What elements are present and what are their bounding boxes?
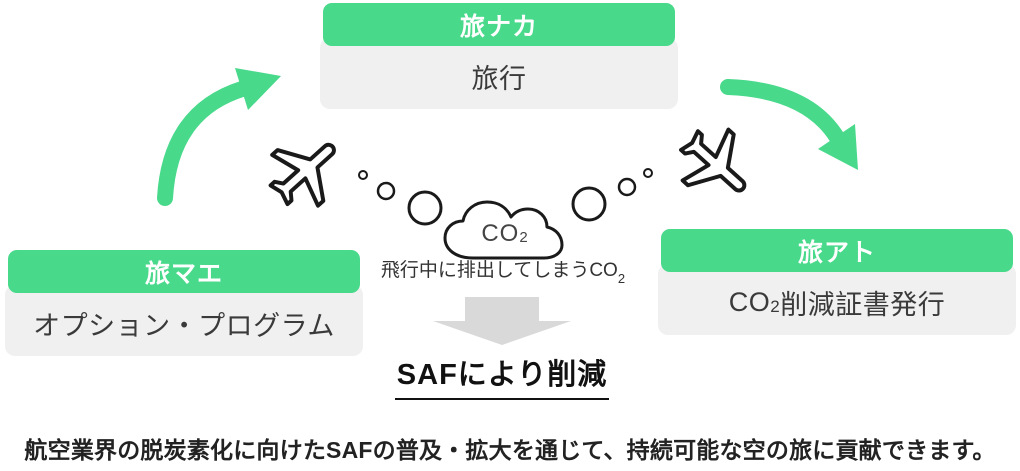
airplane-takeoff-icon: [268, 142, 336, 208]
airplane-landing-icon: [679, 127, 747, 193]
cloud-co2-prefix: CO: [481, 220, 520, 247]
card-tabi-mae: 旅マエ オプション・プログラム: [5, 250, 363, 356]
co2-bubbles-icon: [358, 168, 653, 226]
card-tabi-ato-header: 旅アト: [661, 229, 1013, 272]
card-tabi-naka: 旅ナカ 旅行: [320, 3, 678, 109]
co2-text-prefix: CO: [728, 287, 771, 317]
ascending-curved-arrow-icon: [157, 68, 281, 206]
card-tabi-naka-header: 旅ナカ: [323, 3, 675, 46]
co2-cloud-icon: [443, 200, 564, 260]
saf-reduction-label-wrap: SAFにより削減: [330, 351, 674, 400]
footer-description: 航空業界の脱炭素化に向けたSAFの普及・拡大を通じて、持続可能な空の旅に貢献でき…: [24, 437, 996, 463]
descending-curved-arrow-icon: [720, 79, 858, 170]
card-tabi-ato-body-suffix: 削減証書発行: [780, 290, 946, 320]
down-block-arrow-icon: [433, 297, 571, 345]
card-tabi-mae-body: オプション・プログラム: [5, 285, 363, 356]
emission-caption-text: 飛行中に排出してしまうCO: [380, 260, 618, 281]
emission-caption-subscript: 2: [617, 270, 626, 286]
card-tabi-naka-body: 旅行: [320, 38, 678, 109]
card-tabi-mae-header: 旅マエ: [8, 250, 360, 293]
emission-caption: 飛行中に排出してしまうCO2: [368, 255, 638, 285]
saf-reduction-label: SAFにより削減: [394, 351, 610, 400]
